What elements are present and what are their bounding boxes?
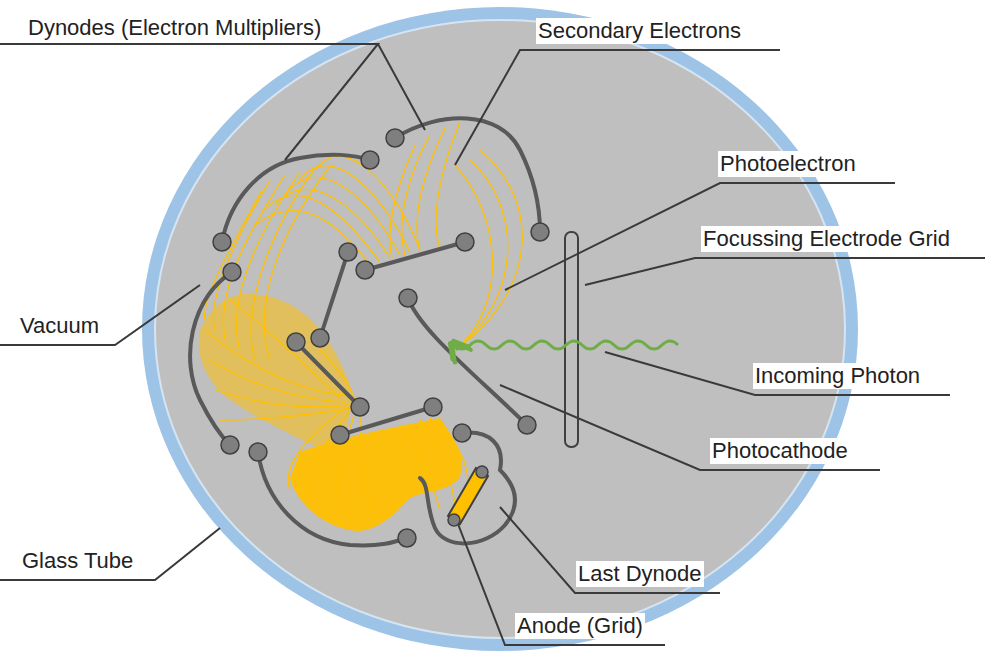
callout-label: Photoelectron	[718, 151, 858, 177]
callout-label: Anode (Grid)	[515, 613, 645, 639]
callout-label: Photocathode	[710, 438, 850, 464]
anode-grid	[448, 466, 488, 526]
callout-label: Incoming Photon	[753, 363, 922, 389]
electron-cloud	[199, 294, 463, 531]
callout-label: Focussing Electrode Grid	[701, 226, 952, 252]
glass-tube	[142, 7, 858, 651]
dynode-terminal	[213, 129, 549, 547]
callout-label: Glass Tube	[20, 548, 135, 574]
vacuum	[155, 20, 845, 638]
dynode	[190, 118, 540, 545]
electron-path	[205, 122, 523, 520]
leader-line	[0, 44, 985, 645]
last-dynode	[420, 433, 515, 544]
photon-wave	[454, 341, 678, 350]
photocathode-electrode	[408, 298, 527, 425]
callout-label: Vacuum	[18, 313, 101, 339]
callout-label: Dynodes (Electron Multipliers)	[26, 15, 323, 41]
callout-label: Secondary Electrons	[536, 18, 743, 44]
callout-label: Last Dynode	[576, 561, 704, 587]
